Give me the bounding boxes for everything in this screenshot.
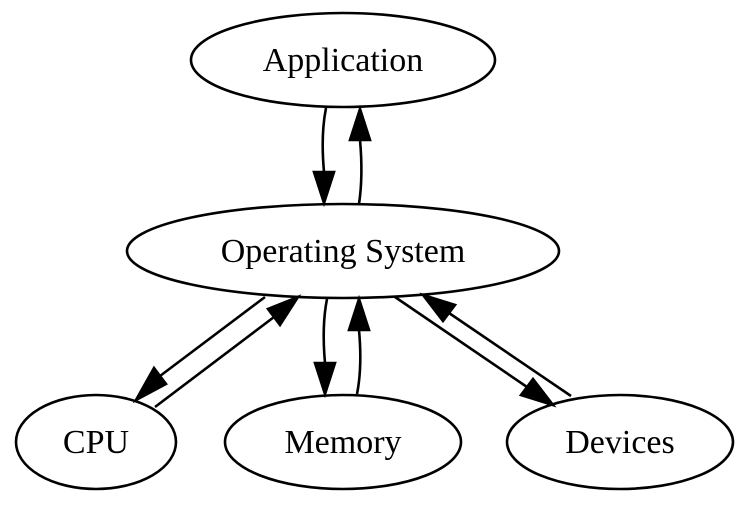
- edge-arrowhead: [518, 376, 557, 408]
- node-application-label: Application: [263, 42, 424, 79]
- edge-operating-system-to-cpu: [132, 295, 266, 404]
- node-operating-system: Operating System: [125, 202, 561, 300]
- edge-line: [357, 139, 363, 205]
- edge-application-to-operating-system: [312, 107, 336, 208]
- node-application-shape: [189, 11, 497, 109]
- edge-arrowhead: [348, 104, 372, 142]
- edge-line: [355, 329, 362, 395]
- node-cpu: CPU: [14, 393, 178, 491]
- edge-devices-to-operating-system: [419, 292, 572, 398]
- node-devices-label: Devices: [565, 424, 675, 461]
- edge-arrowhead: [132, 365, 168, 404]
- node-application: Application: [189, 11, 497, 109]
- edge-line: [321, 107, 328, 173]
- edge-line: [154, 315, 275, 409]
- edge-arrowhead: [347, 294, 371, 332]
- edge-arrowhead: [419, 292, 458, 324]
- edge-line: [394, 295, 528, 389]
- node-operating-system-label: Operating System: [221, 233, 466, 270]
- edge-arrowhead: [265, 294, 302, 328]
- node-devices-shape: [505, 393, 735, 491]
- edge-line: [448, 311, 572, 398]
- edge-operating-system-to-devices: [394, 295, 557, 408]
- edge-line: [159, 295, 266, 378]
- edge-cpu-to-operating-system: [154, 294, 302, 409]
- edge-memory-to-operating-system: [347, 294, 371, 395]
- node-cpu-label: CPU: [63, 424, 129, 461]
- edge-arrowhead: [312, 170, 336, 208]
- edge-arrowhead: [313, 361, 337, 399]
- node-operating-system-shape: [125, 202, 561, 300]
- edge-line: [322, 298, 329, 364]
- node-devices: Devices: [505, 393, 735, 491]
- edge-operating-system-to-memory: [313, 298, 337, 399]
- node-memory: Memory: [223, 393, 463, 491]
- node-cpu-shape: [14, 393, 178, 491]
- node-memory-label: Memory: [284, 424, 401, 461]
- edge-operating-system-to-application: [348, 104, 372, 205]
- node-memory-shape: [223, 393, 463, 491]
